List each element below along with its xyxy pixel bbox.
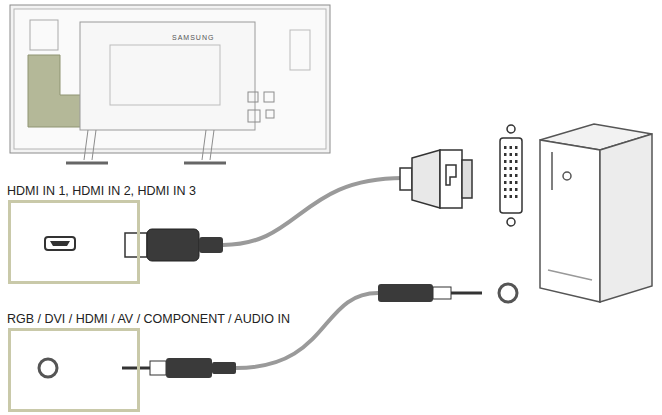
port-panel: HDMI IN 1, HDMI IN 2, HDMI IN 3 (8, 200, 140, 284)
display-back (10, 5, 330, 163)
port-label: HDMI IN 1, HDMI IN 2, HDMI IN 3 (7, 183, 337, 199)
audio-cable (236, 293, 378, 368)
brand-label: SAMSUNG (172, 34, 214, 41)
port-panel: RGB / DVI / HDMI / AV / COMPONENT / AUDI… (8, 328, 140, 412)
dvi-port (500, 125, 522, 226)
audio-port-pc (499, 284, 517, 302)
dvi-pins (504, 146, 518, 198)
hdmi-dvi-cable (223, 178, 403, 245)
pc-tower (540, 124, 652, 302)
port-label: RGB / DVI / HDMI / AV / COMPONENT / AUDI… (7, 311, 297, 327)
dvi-plug (400, 150, 472, 208)
audio-port (39, 359, 57, 377)
hdmi-port (45, 237, 75, 250)
audio-plug-pc (378, 284, 482, 302)
